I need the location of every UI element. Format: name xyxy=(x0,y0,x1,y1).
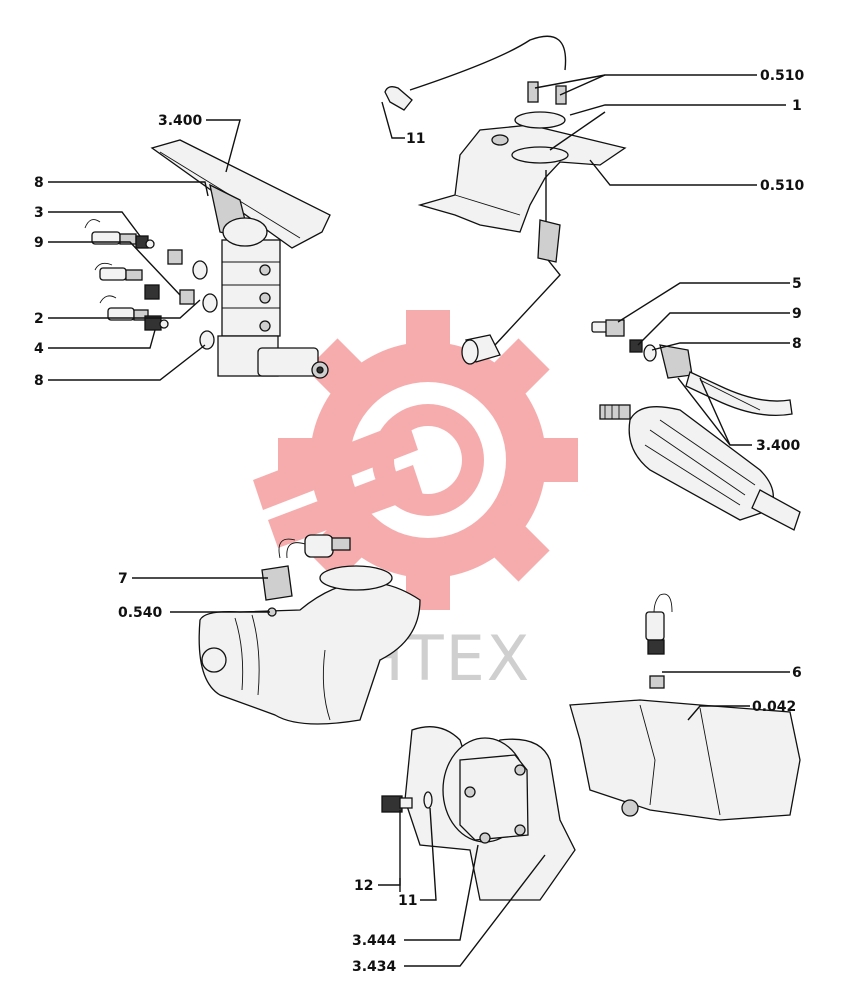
cylinder-boot xyxy=(628,406,774,521)
nut-2 xyxy=(179,289,195,305)
label-9-left: 9 xyxy=(34,235,44,251)
label-3444: 3.444 xyxy=(352,933,397,949)
label-3400-right: 3.400 xyxy=(756,438,801,454)
label-0510-b: 0.510 xyxy=(760,178,805,194)
label-0042: 0.042 xyxy=(752,699,796,715)
pedal-plate xyxy=(150,139,331,249)
label-6: 6 xyxy=(792,665,802,681)
label-11-top: 11 xyxy=(406,131,425,147)
label-1: 1 xyxy=(792,98,802,114)
sender-adapter xyxy=(649,675,665,689)
label-7: 7 xyxy=(118,571,128,587)
gearbox-housing-assembly xyxy=(198,534,421,725)
watermark-gear-logo xyxy=(253,310,578,610)
label-3: 3 xyxy=(34,205,44,221)
tank-top-plate xyxy=(417,124,627,233)
gasket-lower xyxy=(511,146,569,164)
banjo-fitting xyxy=(659,344,693,379)
sender-6-hex xyxy=(647,639,665,655)
washer-11-bottom xyxy=(423,791,433,809)
label-3434: 3.434 xyxy=(352,959,397,975)
push-rod xyxy=(751,489,801,531)
label-0540: 0.540 xyxy=(118,605,163,621)
washer-bottom xyxy=(199,330,215,350)
pressure-sensor-4 xyxy=(99,295,169,331)
sensor-5 xyxy=(591,319,625,337)
switch-connector xyxy=(278,534,351,559)
leader-lines-right-lower xyxy=(662,671,790,721)
label-0510-a: 0.510 xyxy=(760,68,805,84)
threaded-stud xyxy=(599,404,631,420)
washer-mid xyxy=(202,293,218,313)
valve-block xyxy=(221,239,281,337)
oil-sump xyxy=(569,699,801,821)
label-3400-top: 3.400 xyxy=(158,113,203,129)
washer-top xyxy=(192,260,208,280)
solenoid xyxy=(257,347,319,377)
nut-9-right xyxy=(629,339,643,353)
oil-sump-assembly xyxy=(569,593,801,821)
leader-lines-top-right xyxy=(381,74,786,186)
screw-left xyxy=(527,81,539,103)
label-12: 12 xyxy=(354,878,373,894)
pedal-valve-assembly xyxy=(84,139,331,379)
pressure-sensor-3 xyxy=(84,219,155,249)
label-5: 5 xyxy=(792,276,802,292)
fuel-level-sender-assembly xyxy=(384,35,627,365)
wire-connector-clip xyxy=(384,86,413,111)
callout-labels: 3.400 8 3 9 2 4 8 11 0.510 1 0.510 5 9 8… xyxy=(34,68,805,975)
label-9-right: 9 xyxy=(792,306,802,322)
label-8-right: 8 xyxy=(792,336,802,352)
gasket-upper xyxy=(514,111,566,129)
valve-dome xyxy=(222,217,268,247)
switch-7 xyxy=(261,565,293,601)
label-8-bottom: 8 xyxy=(34,373,44,389)
sender-body xyxy=(537,219,561,263)
clutch-cylinder-assembly xyxy=(591,319,801,531)
leader-lines-left-middle xyxy=(132,577,270,613)
sensor-mount-block xyxy=(459,754,529,841)
housing-body xyxy=(198,581,421,725)
label-2: 2 xyxy=(34,311,44,327)
label-8-top: 8 xyxy=(34,175,44,191)
leader-lines-top-left xyxy=(48,119,241,381)
brake-hose xyxy=(685,371,793,417)
housing-collar xyxy=(319,565,393,591)
label-4: 4 xyxy=(34,341,44,357)
engine-block-assembly xyxy=(381,726,576,901)
leader-lines-bottom xyxy=(378,807,546,967)
label-11-bottom: 11 xyxy=(398,893,417,909)
sender-6-body xyxy=(645,611,665,641)
leader-lines-right-middle xyxy=(617,282,790,446)
nut-1 xyxy=(167,249,183,265)
washer-8-right xyxy=(643,344,657,362)
pressure-sensor-9 xyxy=(94,262,160,300)
temperature-sensor-12 xyxy=(381,795,413,813)
